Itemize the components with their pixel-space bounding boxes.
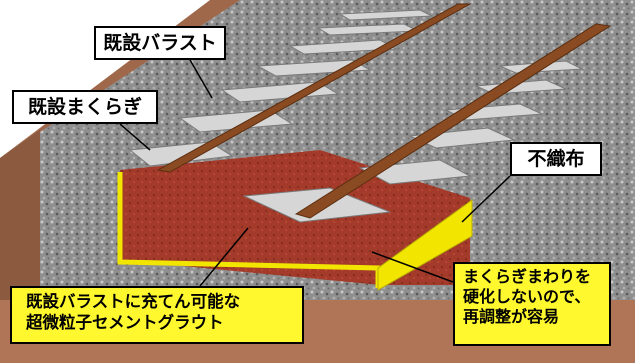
grout-text-line2: 超微粒子セメントグラウト bbox=[26, 312, 224, 332]
existing-ballast-text: 既設バラスト bbox=[103, 32, 217, 54]
sleepers bbox=[128, 9, 584, 223]
grout-text-line1: 既設バラストに充てん可能な bbox=[26, 292, 241, 311]
existing-sleeper-label: 既設まくらぎ bbox=[12, 90, 158, 124]
existing-ballast-label: 既設バラスト bbox=[94, 26, 226, 60]
adjust-text-line3: 再調整が容易 bbox=[463, 307, 560, 326]
ground-left-face bbox=[0, 130, 40, 300]
nonwoven-fabric-text: 不織布 bbox=[527, 148, 585, 170]
adjust-text-line2: 硬化しないので、 bbox=[463, 287, 591, 306]
existing-sleeper-text: 既設まくらぎ bbox=[27, 96, 142, 118]
rails bbox=[156, 3, 612, 219]
readjustment-callout: まくらぎまわりを 硬化しないので、 再調整が容易 bbox=[453, 262, 611, 346]
nonwoven-fabric-label: 不織布 bbox=[510, 142, 602, 176]
adjust-text-line1: まくらぎまわりを bbox=[463, 267, 592, 286]
grout-callout: 既設バラストに充てん可能な 超微粒子セメントグラウト bbox=[10, 286, 304, 344]
